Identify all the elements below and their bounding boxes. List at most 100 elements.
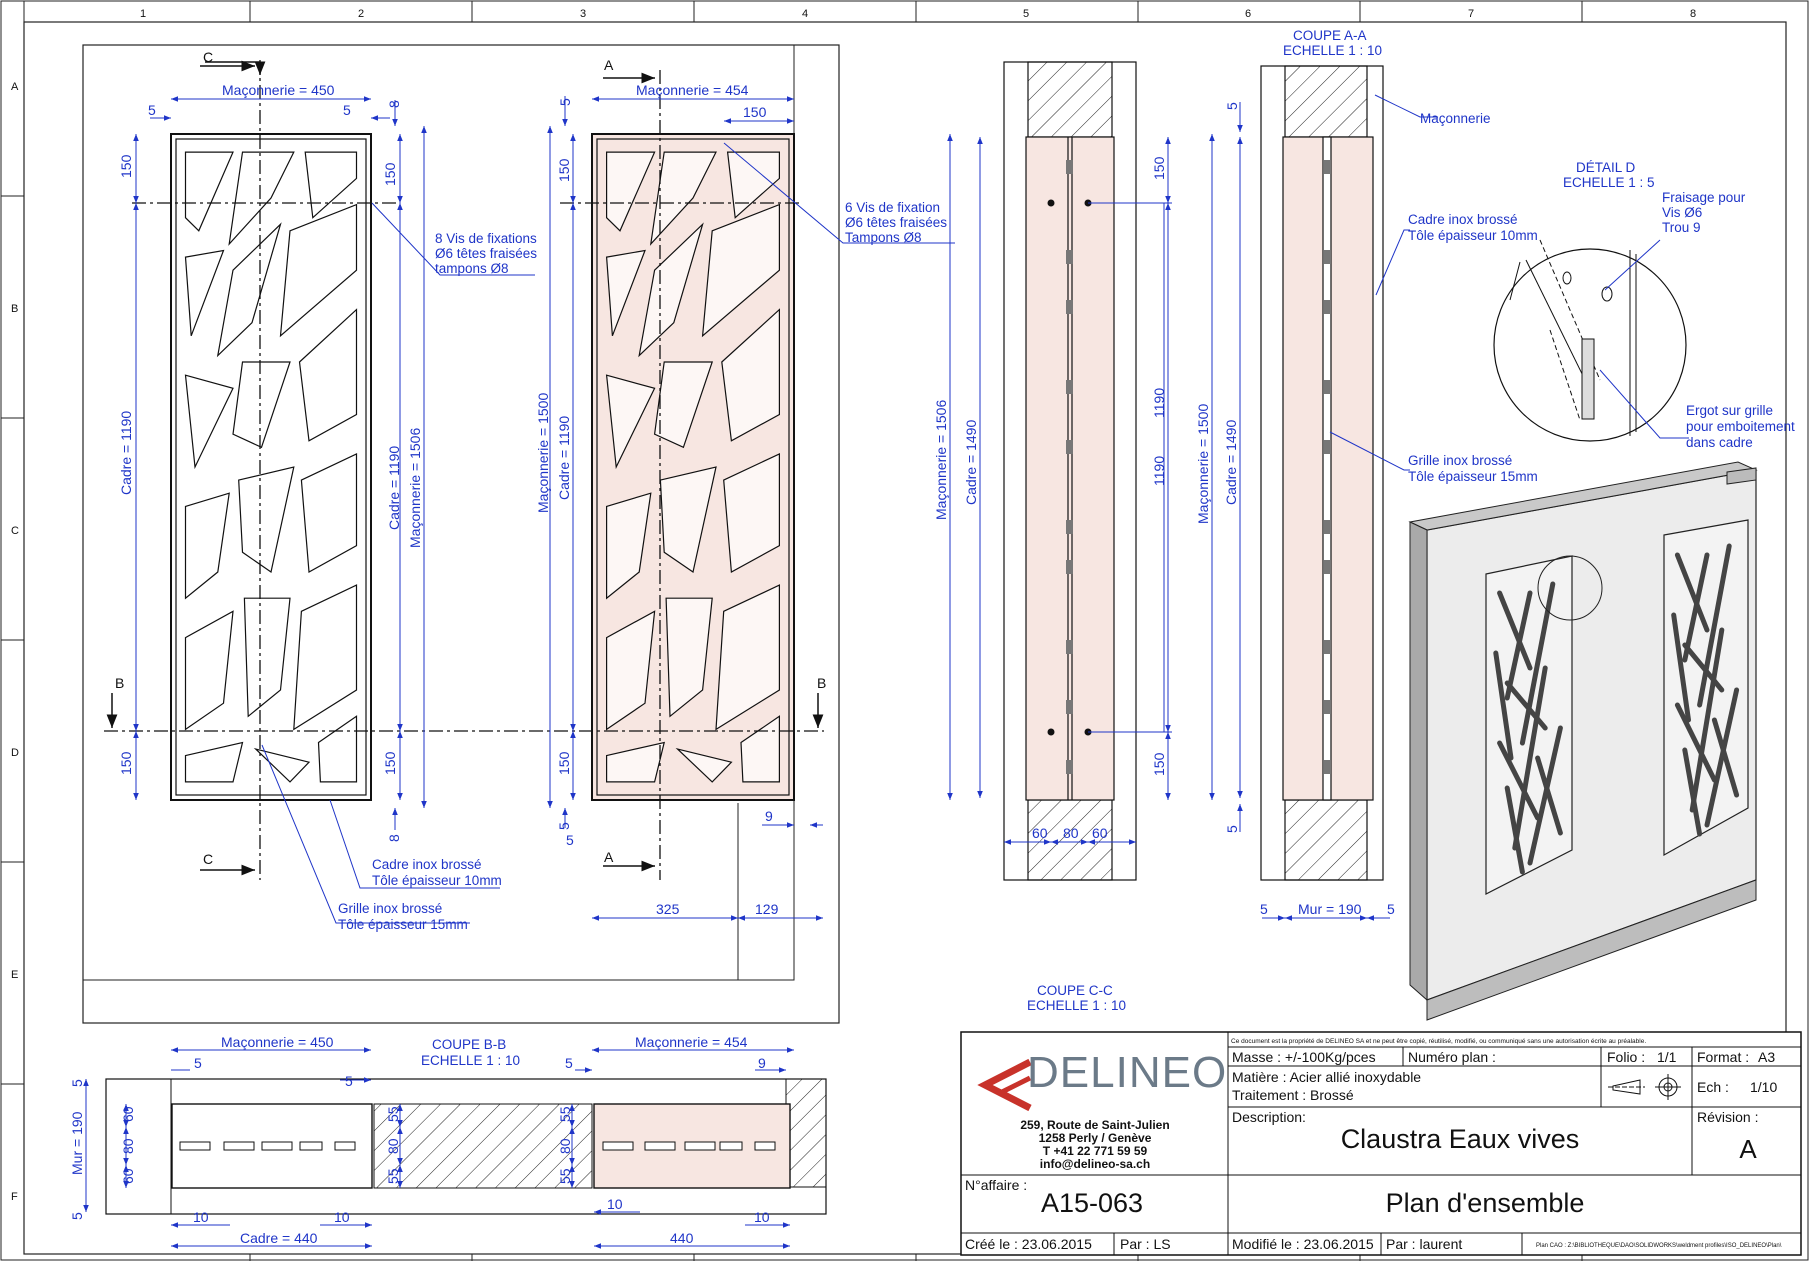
grille-cutout xyxy=(184,610,234,731)
tb-format-value: A3 xyxy=(1758,1049,1775,1065)
tb-plan-cao: Plan CAO : Z:\BIBLIOTHEQUE\DAO\SOLIDWORK… xyxy=(1536,1243,1782,1249)
aa-cadre: Cadre = 1490 xyxy=(1223,420,1239,505)
grille-cutout xyxy=(649,151,717,246)
front-top-150-left: 150 xyxy=(118,154,134,178)
grille-cutout xyxy=(184,741,244,783)
grille-rib xyxy=(1324,700,1331,714)
grid-col-7: 7 xyxy=(1468,8,1474,20)
bb-mur: Mur = 190 xyxy=(69,1111,85,1175)
grille-slot xyxy=(223,1141,255,1151)
grid-col-6: 6 xyxy=(1245,8,1251,20)
grille-cutout xyxy=(232,361,291,449)
section-c-top: C xyxy=(203,49,213,65)
grille-slot xyxy=(179,1141,211,1151)
grille-slot xyxy=(261,1141,293,1151)
grille-cutout xyxy=(605,610,656,731)
section-aa: COUPE A-A ECHELLE 1 : 10 Maçonnerie Maço… xyxy=(1151,28,1538,921)
tb-folio-label: Folio : xyxy=(1607,1049,1645,1065)
iso-grille-bar xyxy=(1697,543,1732,708)
front-top-150-right: 150 xyxy=(382,162,398,186)
grid-col-3: 3 xyxy=(580,8,586,20)
grille-cutout xyxy=(216,222,282,358)
grille-rib xyxy=(1324,160,1331,174)
grille-cutout xyxy=(726,151,781,219)
grille-rib xyxy=(1066,300,1073,314)
front-panel xyxy=(170,133,372,801)
back-panel xyxy=(591,133,795,801)
aa-cadre-note-1: Cadre inox brossé xyxy=(1408,212,1518,227)
bb-d60a: 60 xyxy=(120,1106,136,1122)
cc-d60b: 60 xyxy=(1092,825,1108,841)
grille-cutout xyxy=(715,584,781,731)
grille-rib xyxy=(1066,640,1073,654)
tb-plan-title: Plan d'ensemble xyxy=(1386,1188,1585,1218)
tb-address-3: T +41 22 771 59 59 xyxy=(1043,1144,1148,1158)
front-screws-note-3: tampons Ø8 xyxy=(435,261,509,276)
detail-scale: ECHELLE 1 : 5 xyxy=(1563,175,1655,190)
elevation-views: C C A A B B Maçonnerie = 450 5 5 xyxy=(82,44,955,1024)
grid-labels: 1 2 3 4 5 6 7 8 A B C D E F xyxy=(11,8,1696,1203)
grille-cutout xyxy=(723,452,781,573)
grid-col-4: 4 xyxy=(802,8,808,20)
grille-cutout xyxy=(701,203,781,338)
grille-rib xyxy=(1324,560,1331,574)
cc-cadre: Cadre = 1490 xyxy=(963,420,979,505)
back-bottom-5b: 5 xyxy=(566,832,574,848)
iso-grille-bar xyxy=(1682,552,1710,663)
tb-address-2: 1258 Perly / Genève xyxy=(1039,1131,1152,1145)
grid-col-2: 2 xyxy=(358,8,364,20)
grille-cutout xyxy=(298,308,358,442)
bb-cadre-440: Cadre = 440 xyxy=(240,1230,318,1246)
front-cadre-left: Cadre = 1190 xyxy=(118,411,134,495)
grid-col-1: 1 xyxy=(140,8,146,20)
front-bottom-8: 8 xyxy=(386,834,402,842)
front-screws-note-2: Ø6 têtes fraisées xyxy=(435,246,537,261)
front-maconnerie-right: Maçonnerie = 1506 xyxy=(407,428,423,548)
bb-d55d: 55 xyxy=(557,1168,573,1184)
bb-d10b: 10 xyxy=(334,1209,350,1225)
grille-rib xyxy=(1324,760,1331,774)
detail-ergot-1: Ergot sur grille xyxy=(1686,403,1773,418)
tb-par1: Par : LS xyxy=(1120,1236,1171,1252)
aa-grille-note-1: Grille inox brossé xyxy=(1408,453,1512,468)
back-cadre-1190: Cadre = 1190 xyxy=(556,416,572,500)
grille-cutout xyxy=(659,466,717,573)
back-dim-129: 129 xyxy=(755,901,779,917)
section-cc: Maçonnerie = 1506 Cadre = 1490 150 1190 … xyxy=(933,61,1172,1013)
bb-d440: 440 xyxy=(670,1230,694,1246)
bb-d5-top: 5 xyxy=(69,1079,85,1087)
grille-rib xyxy=(1066,560,1073,574)
iso-grille-bar xyxy=(1497,590,1533,671)
tb-masse: Masse : +/-100Kg/pces xyxy=(1232,1049,1376,1065)
detail-fraisage-3: Trou 9 xyxy=(1662,220,1701,235)
tb-folio-value: 1/1 xyxy=(1657,1049,1677,1065)
grille-cutout xyxy=(675,747,733,783)
grille-rib xyxy=(1066,760,1073,774)
cc-maconnerie: Maçonnerie = 1506 xyxy=(933,400,949,520)
front-cadre-note-1: Cadre inox brossé xyxy=(372,857,482,872)
bb-d55c: 55 xyxy=(557,1106,573,1122)
grille-rib xyxy=(1066,440,1073,454)
tb-ech-value: 1/10 xyxy=(1750,1079,1777,1095)
iso-grille-bar xyxy=(1674,702,1717,783)
bb-d5a: 5 xyxy=(194,1055,202,1071)
tb-traitement: Traitement : Brossé xyxy=(1232,1087,1354,1103)
detail-ergot-2: pour emboitement xyxy=(1686,419,1795,434)
grille-slot xyxy=(754,1141,776,1151)
grille-cutout xyxy=(605,492,652,600)
section-a-bottom: A xyxy=(604,849,614,865)
back-dim-150: 150 xyxy=(743,104,767,120)
cc-d80: 80 xyxy=(1063,825,1079,841)
grille-slot xyxy=(299,1141,323,1151)
section-markers xyxy=(106,60,824,876)
grille-cutout xyxy=(238,466,295,574)
aa-maconnerie: Maçonnerie = 1500 xyxy=(1195,404,1211,524)
iso-grille-bar xyxy=(1504,590,1533,701)
grille-cutout xyxy=(605,151,656,232)
iso-grille-bar xyxy=(1682,747,1703,837)
back-dim-325: 325 xyxy=(656,901,680,917)
grille-cutout xyxy=(184,492,230,600)
bb-masonry-left: Maçonnerie = 450 xyxy=(221,1034,334,1050)
cc-bottom-150: 150 xyxy=(1151,752,1167,776)
